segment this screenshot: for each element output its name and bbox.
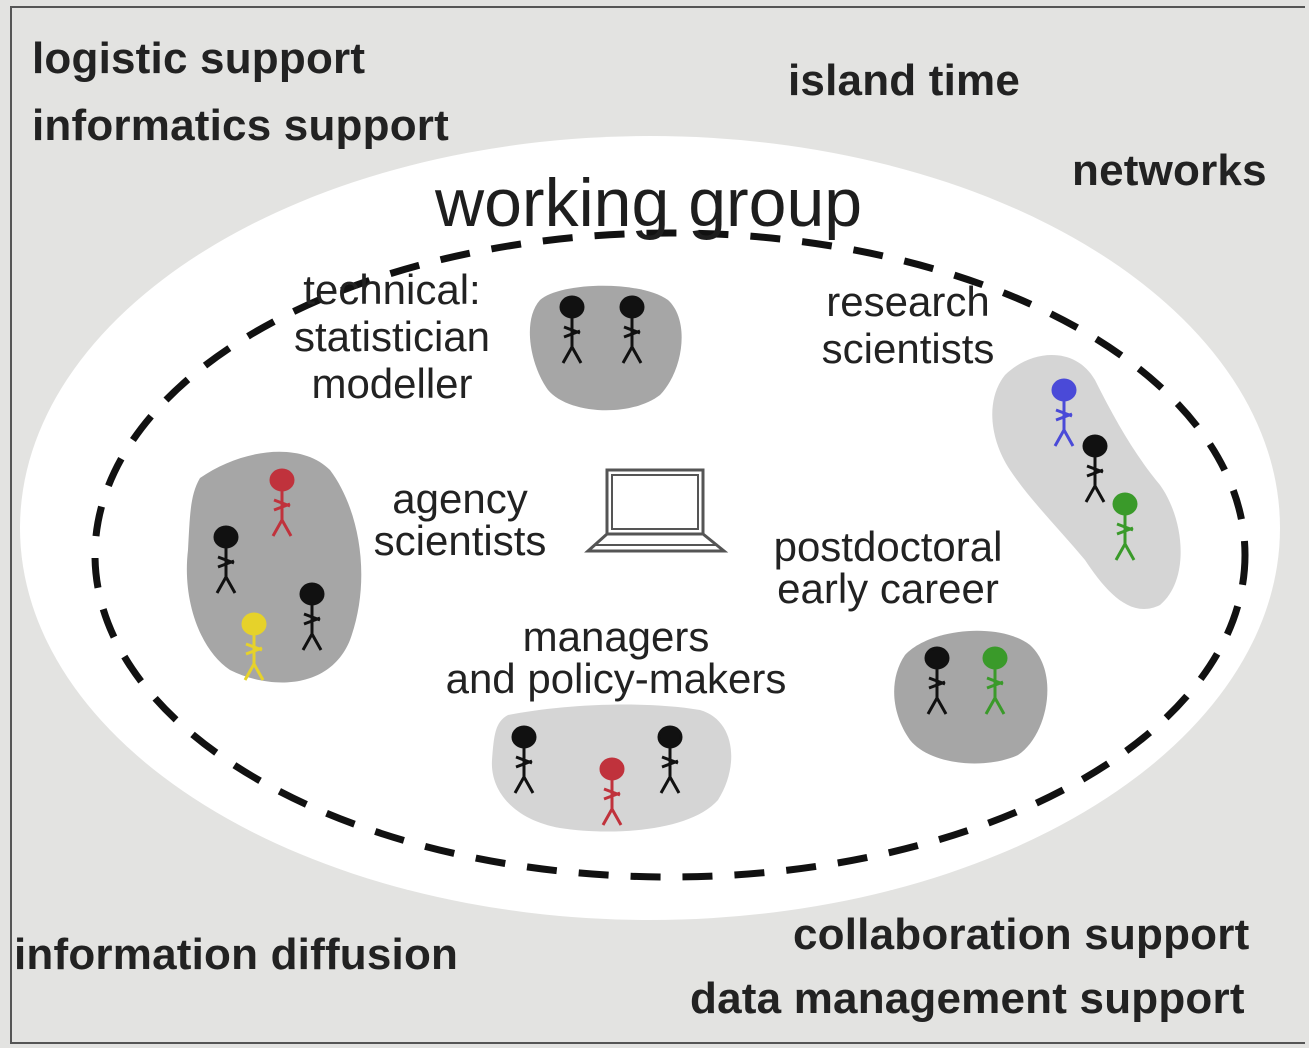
working-group-title: working group xyxy=(435,165,863,241)
person-icon xyxy=(299,582,325,651)
person-icon xyxy=(924,646,950,715)
person-icon xyxy=(1051,378,1077,447)
person-icon xyxy=(559,295,585,364)
person-icon xyxy=(982,646,1008,715)
person-icon xyxy=(619,295,645,364)
logistic-support-label: logistic support xyxy=(32,34,366,83)
person-icon xyxy=(1112,492,1138,561)
diagram-frame xyxy=(10,6,1305,1044)
laptop-icon xyxy=(584,468,729,553)
networks-label: networks xyxy=(1072,146,1267,195)
data-management-support-label: data management support xyxy=(690,974,1245,1023)
working-group-dashed-boundary xyxy=(91,229,1249,881)
group-label-research: research scientists xyxy=(821,278,995,373)
blob-postdoc xyxy=(894,630,1048,764)
person-icon xyxy=(213,525,239,594)
person-icon xyxy=(269,468,295,537)
group-label-managers: managers and policy-makers xyxy=(445,613,787,702)
blob-agency xyxy=(186,451,362,683)
informatics-support-label: informatics support xyxy=(32,101,449,150)
group-label-postdoc: postdoctoral early career xyxy=(773,523,1003,612)
island-time-label: island time xyxy=(788,56,1021,105)
person-icon xyxy=(657,725,683,794)
blob-technical xyxy=(529,285,682,411)
group-label-agency: agency scientists xyxy=(373,475,547,564)
group-label-technical: technical: statistician modeller xyxy=(293,266,491,408)
person-icon xyxy=(1082,434,1108,503)
blob-research xyxy=(992,355,1181,609)
person-icon xyxy=(241,612,267,681)
information-diffusion-label: information diffusion xyxy=(14,930,459,979)
person-icon xyxy=(599,757,625,826)
person-icon xyxy=(511,725,537,794)
collaboration-support-label: collaboration support xyxy=(793,910,1250,959)
